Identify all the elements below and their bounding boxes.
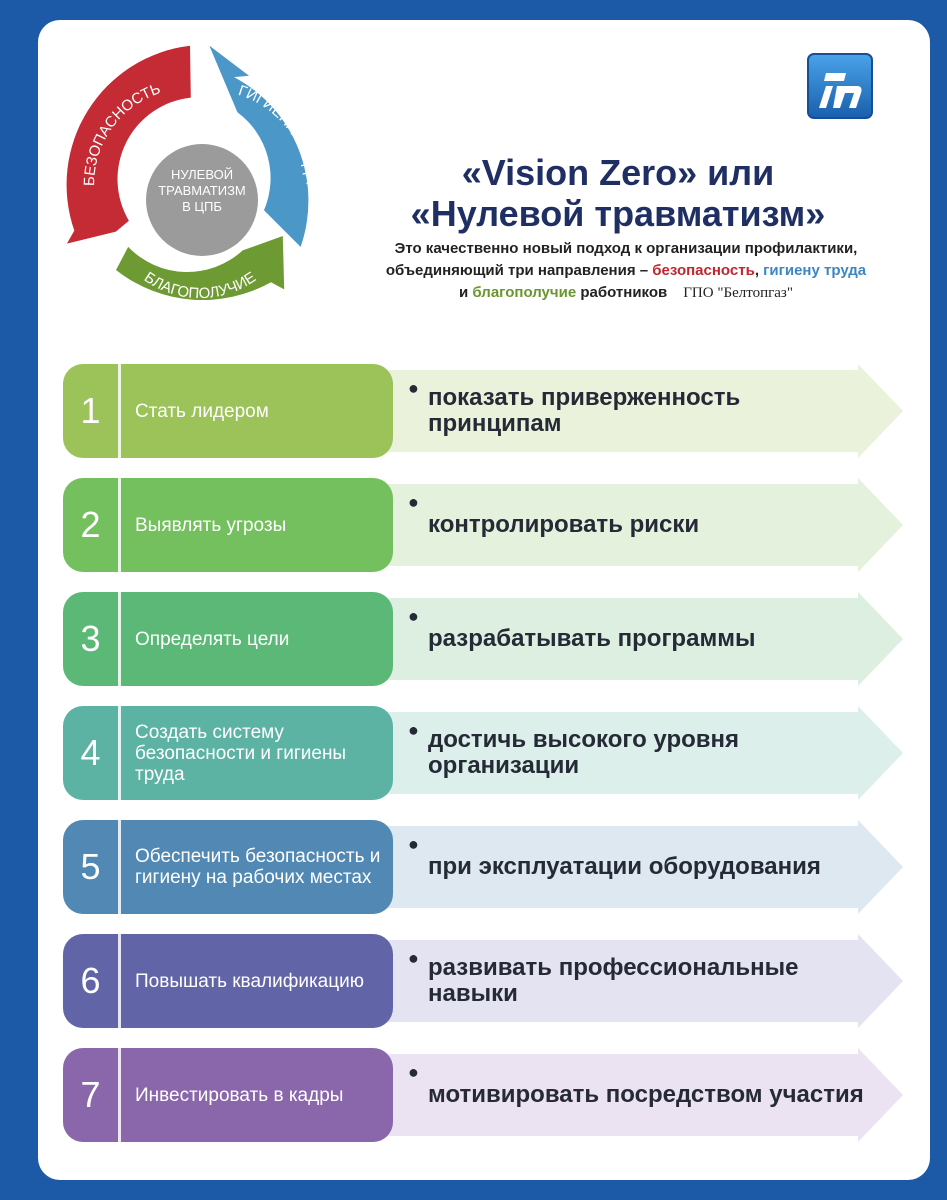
step-6-description-text: развивать профессиональные навыки (428, 954, 799, 1007)
step-5-arrow (363, 820, 903, 914)
safety-word: безопасность (652, 262, 755, 279)
step-6-pill: 6 Повышать квалификацию (63, 934, 393, 1028)
step-3-description: ● разрабатывать программы (408, 600, 878, 678)
step-7-arrow (363, 1048, 903, 1142)
title-line-1: «Vision Zero» или (461, 152, 775, 193)
and-word: и (459, 284, 473, 301)
center-line-2: ТРАВМАТИЗМ (158, 183, 246, 198)
step-1-label: Стать лидером (135, 400, 269, 422)
center-line-1: НУЛЕВОЙ (171, 167, 233, 182)
step-1-number: 1 (80, 390, 101, 431)
step-3-divider (118, 592, 121, 686)
step-7-divider (118, 1048, 121, 1142)
comma: , (754, 262, 759, 279)
step-4: 4 Создать систему безопасности и гигиены… (63, 706, 913, 800)
subtitle-line-3: и благополучие работников ГПО "Белтопгаз" (306, 282, 930, 304)
bullet-icon: ● (408, 378, 419, 398)
step-4-label: Создать систему безопасности и гигиены т… (135, 721, 347, 785)
step-3-description-text: разрабатывать программы (428, 625, 756, 652)
step-2-label: Выявлять угрозы (135, 514, 287, 536)
step-3-number: 3 (80, 618, 101, 659)
step-4-divider (118, 706, 121, 800)
step-7-description: ● мотивировать посредством участия (408, 1056, 878, 1134)
step-4-pill: 4 Создать систему безопасности и гигиены… (63, 706, 393, 800)
step-3-arrow (363, 592, 903, 686)
bullet-icon: ● (408, 720, 419, 740)
step-2-divider (118, 478, 121, 572)
step-1-description-text: показать приверженность принципам (428, 384, 741, 437)
step-6-description: ● развивать профессиональные навыки (408, 942, 878, 1020)
step-3: 3 Определять цели ● разрабатывать програм… (63, 592, 913, 686)
subtitle: Это качественно новый подход к организац… (306, 238, 930, 304)
step-5-divider (118, 820, 121, 914)
step-2-description-text: контролировать риски (428, 511, 700, 538)
subtitle-line-2: объединяющий три направления – безопасно… (306, 260, 930, 282)
step-1-description: ● показать приверженность принципам (408, 372, 878, 450)
step-2: 2 Выявлять угрозы ● контролировать риски (63, 478, 913, 572)
step-6-label: Повышать квалификацию (135, 970, 364, 992)
organization-name: ГПО "Белтопгаз" (683, 285, 793, 301)
title-line-2: «Нулевой травматизм» (410, 193, 826, 234)
step-7-label: Инвестировать в кадры (135, 1084, 344, 1106)
center-line-3: В ЦПБ (182, 199, 222, 214)
step-4-description: ● достичь высокого уровня организации (408, 714, 878, 792)
step-5: 5 Обеспечить безопасность и гигиену на р… (63, 820, 913, 914)
step-3-label: Определять цели (135, 628, 290, 650)
step-4-number: 4 (80, 732, 101, 773)
step-6-number: 6 (80, 960, 101, 1001)
step-5-pill: 5 Обеспечить безопасность и гигиену на р… (63, 820, 393, 914)
step-2-description: ● контролировать риски (408, 486, 878, 564)
bullet-icon: ● (408, 834, 419, 854)
step-7-pill: 7 Инвестировать в кадры (63, 1048, 393, 1142)
bullet-icon: ● (408, 606, 419, 626)
company-logo-icon (807, 53, 873, 119)
infographic-card: БЕЗОПАСНОСТЬ ГИГИЕНА ТРУДА БЛАГОПОЛУЧИЕ … (38, 20, 930, 1180)
step-2-number: 2 (80, 504, 101, 545)
step-6-arrow (363, 934, 903, 1028)
step-7-number: 7 (80, 1074, 101, 1115)
bullet-icon: ● (408, 1062, 419, 1082)
step-2-arrow (363, 478, 903, 572)
center-circle (146, 144, 258, 256)
cycle-diagram: БЕЗОПАСНОСТЬ ГИГИЕНА ТРУДА БЛАГОПОЛУЧИЕ … (66, 45, 320, 302)
hygiene-word: гигиену труда (763, 262, 867, 279)
step-1-pill: 1 Стать лидером (63, 364, 393, 458)
page-title: «Vision Zero» или «Нулевой травматизм» (338, 152, 898, 234)
step-6: 6 Повышать квалификацию ● развивать профе… (63, 934, 913, 1028)
step-4-arrow (363, 706, 903, 800)
subtitle-line-1: Это качественно новый подход к организац… (394, 240, 858, 257)
wellbeing-segment (116, 236, 285, 301)
step-1: 1 Стать лидером ● показать приверженность… (63, 364, 913, 458)
safety-segment (66, 45, 191, 244)
step-2-pill: 2 Выявлять угрозы (63, 478, 393, 572)
step-1-divider (118, 364, 121, 458)
step-6-divider (118, 934, 121, 1028)
step-5-label: Обеспечить безопасность и гигиену на раб… (135, 846, 381, 888)
bullet-icon: ● (408, 492, 419, 512)
step-7: 7 Инвестировать в кадры ● мотивировать по… (63, 1048, 913, 1142)
hygiene-segment (209, 45, 309, 247)
step-5-number: 5 (80, 846, 101, 887)
step-7-description-text: мотивировать посредством участия (428, 1081, 864, 1108)
step-1-arrow (363, 364, 903, 458)
step-3-pill: 3 Определять цели (63, 592, 393, 686)
bullet-icon: ● (408, 948, 419, 968)
subtitle-prefix: объединяющий три направления – (385, 262, 653, 279)
step-4-description-text: достичь высокого уровня организации (428, 726, 740, 779)
workers-word: работников (576, 284, 668, 301)
wellbeing-word: благополучие (472, 284, 577, 301)
step-5-description: ● при эксплуатации оборудования (408, 828, 878, 906)
step-5-description-text: при эксплуатации оборудования (428, 853, 821, 880)
